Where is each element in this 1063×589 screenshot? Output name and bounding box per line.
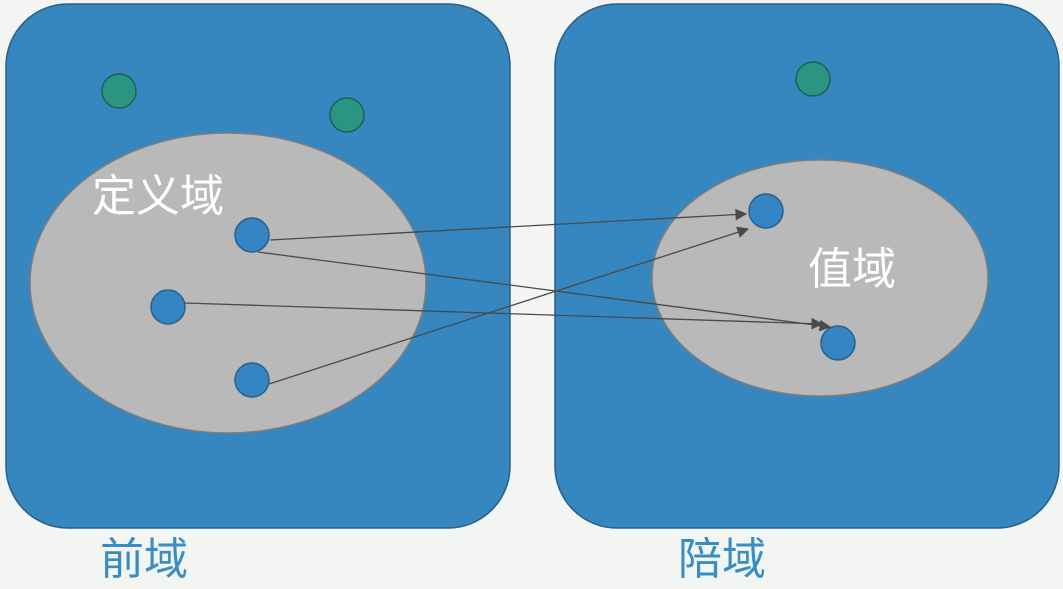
left-outside-element <box>329 97 365 133</box>
left-set-title: 前域 <box>100 534 188 585</box>
mapping-arrow <box>184 302 824 330</box>
range-label: 值域 <box>808 244 896 295</box>
right-set-title: 陪域 <box>678 534 766 585</box>
domain-element <box>234 217 270 253</box>
domain-element <box>234 362 270 398</box>
domain-label: 定义域 <box>92 171 224 222</box>
mapping-arrow <box>257 251 832 332</box>
mapping-arrow <box>268 226 750 385</box>
domain-element <box>150 289 186 325</box>
right-outside-element <box>795 61 831 97</box>
left-domain-ellipse <box>29 132 427 434</box>
mapping-arrow <box>269 208 748 241</box>
range-element <box>820 325 856 361</box>
left-outside-element <box>101 73 137 109</box>
range-element <box>748 193 784 229</box>
